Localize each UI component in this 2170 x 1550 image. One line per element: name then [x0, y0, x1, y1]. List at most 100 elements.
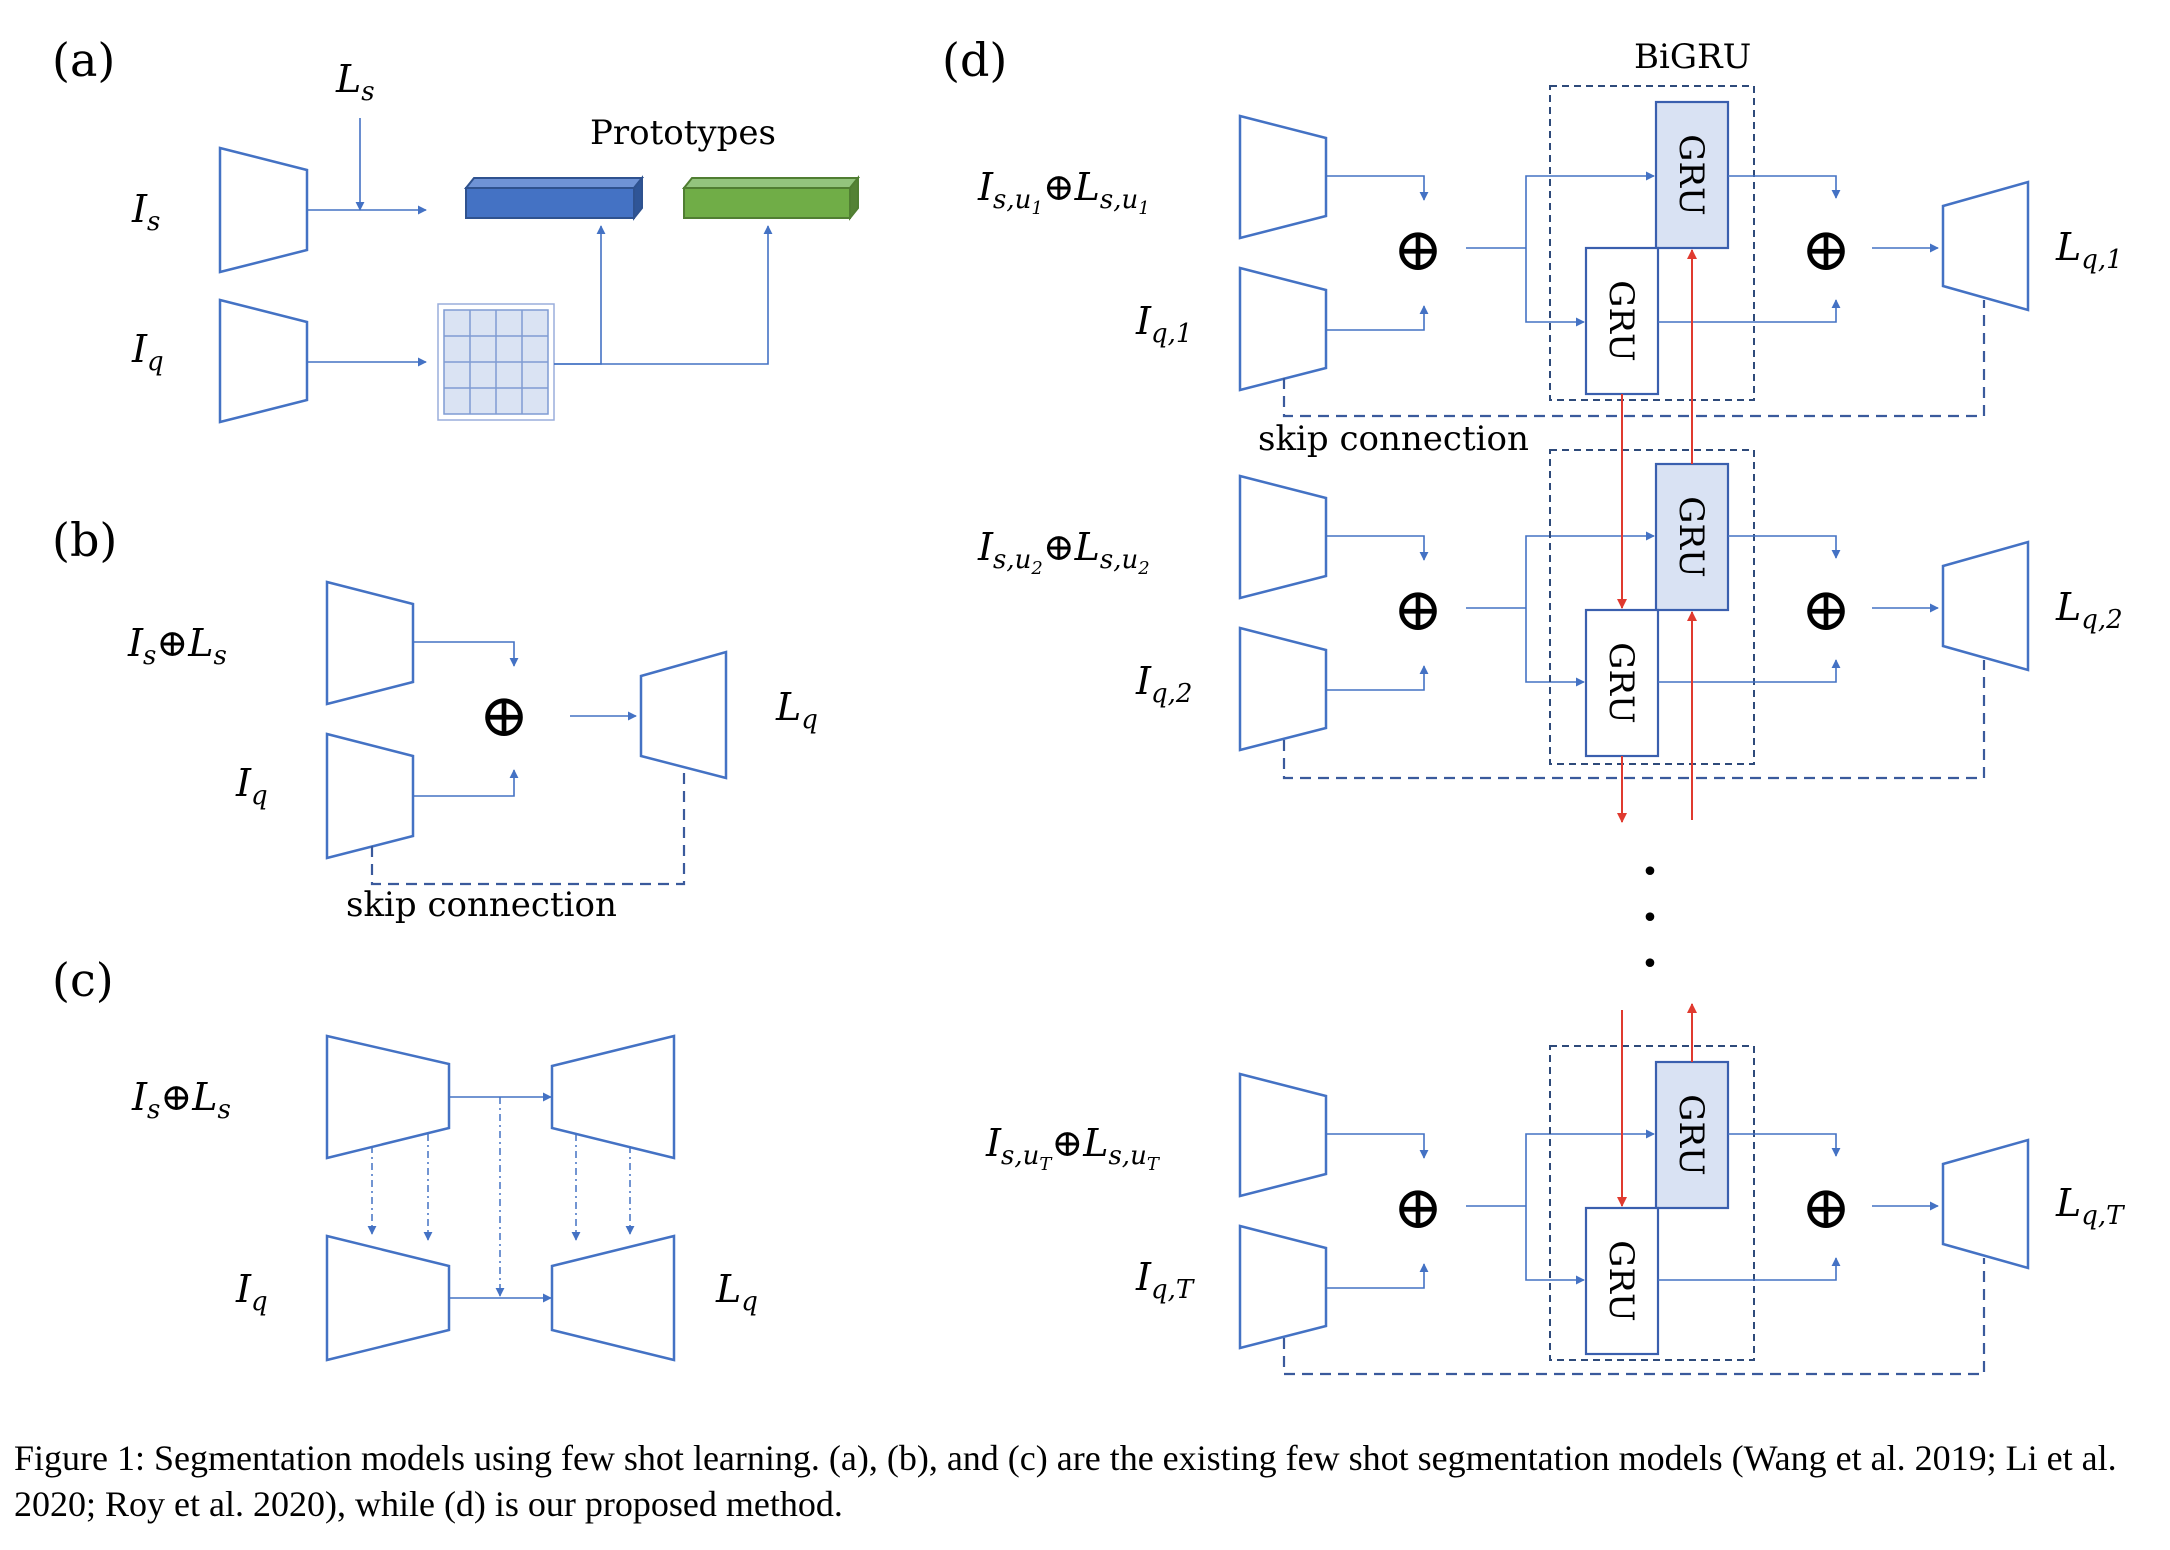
skip-connection-line	[1282, 660, 1986, 780]
output-mask-label: Lq	[775, 685, 818, 735]
backward-gru-label: GRU	[1601, 280, 1641, 361]
forward-gru-label: GRU	[1671, 1094, 1711, 1175]
query-image-label: Iq	[235, 1267, 268, 1317]
query-image-label: Iq	[235, 761, 268, 811]
figure-caption: Figure 1: Segmentation models using few …	[14, 1438, 2117, 1524]
forward-gru-to-fusion-arrow	[1728, 535, 1841, 559]
output-fusion-oplus: ⊕	[1801, 1173, 1851, 1243]
support-encoder	[218, 146, 309, 274]
prototypes-label: Prototypes	[590, 113, 776, 153]
to-forward-gru-arrow	[1525, 171, 1655, 248]
skip-connection-label: skip connection	[1258, 419, 1529, 459]
query-to-fusion-arrow	[1326, 1263, 1429, 1289]
backward-gru-cell	[1584, 1206, 1660, 1356]
query-image-label: Iq,2	[1135, 659, 1192, 709]
fusion-oplus: ⊕	[479, 681, 529, 751]
query-encoder	[1238, 626, 1328, 752]
panel-b-label: (b)	[52, 513, 117, 567]
sequence-step-2: Is,u2⊕Ls,u2 Iq,2 Lq,2 ⊕ GRU GRU ⊕	[977, 449, 2123, 780]
output-mask-label: Lq,1	[2055, 225, 2123, 275]
support-to-fusion-arrow	[1326, 175, 1429, 201]
query-to-fusion-arrow	[1326, 665, 1429, 691]
panel-d-label: (d)	[942, 33, 1007, 87]
to-forward-gru-arrow	[1525, 531, 1655, 608]
forward-gru-label: GRU	[1671, 496, 1711, 577]
query-encoder	[325, 732, 415, 860]
backward-gru-to-fusion-arrow	[1658, 659, 1841, 683]
support-image-label: Is	[131, 187, 160, 237]
skip-connection-line	[1282, 1258, 1986, 1376]
output-mask-label: Lq	[715, 1267, 758, 1317]
query-encoder	[218, 298, 309, 424]
sequence-step-T: Is,uT⊕Ls,uT Iq,T Lq,T ⊕ GRU GRU ⊕	[985, 1045, 2125, 1376]
support-input-label: Is⊕Ls	[127, 621, 227, 671]
panel-c-label: (c)	[52, 953, 114, 1007]
query-image-label: Iq	[131, 327, 164, 377]
support-to-fusion-arrow	[1326, 1133, 1429, 1159]
ellipsis-dot: •	[1641, 855, 1659, 890]
support-to-fusion-arrow	[413, 641, 519, 667]
ellipsis-dot: •	[1641, 947, 1659, 982]
decoder	[1941, 180, 2030, 312]
support-encoder	[325, 1034, 451, 1160]
to-forward-gru-arrow	[1525, 1129, 1655, 1206]
backward-gru-label: GRU	[1601, 1240, 1641, 1321]
fusion-oplus: ⊕	[1393, 1173, 1443, 1243]
query-decoder	[550, 1234, 676, 1362]
query-image-label: Iq,1	[1135, 299, 1192, 349]
panel-c: (c) Is⊕Ls Iq Lq	[52, 953, 758, 1362]
backward-gru-to-fusion-arrow	[1658, 299, 1841, 323]
query-encoder	[1238, 266, 1328, 392]
grid-to-blue-prototype-arrow	[554, 225, 606, 365]
backward-gru-label: GRU	[1601, 642, 1641, 723]
support-encoder	[1238, 114, 1328, 240]
query-image-label: Iq,T	[1135, 1255, 1195, 1305]
support-encoder	[325, 580, 415, 706]
support-to-fusion-arrow	[1326, 535, 1429, 561]
sequence-step-1: Is,u1⊕Ls,u1 Iq,1 Lq,1 ⊕ GRU GRU ⊕ skip c…	[977, 85, 2123, 459]
support-encoder	[1238, 474, 1328, 600]
backward-gru-to-fusion-arrow	[1658, 1257, 1841, 1281]
fusion-oplus: ⊕	[1393, 575, 1443, 645]
prototype-blue	[463, 175, 645, 221]
query-encoder	[1238, 1224, 1328, 1350]
forward-gru-label: GRU	[1671, 134, 1711, 215]
to-backward-gru-arrow	[1525, 248, 1585, 327]
decoder	[1941, 540, 2030, 672]
bigru-label: BiGRU	[1634, 37, 1751, 77]
forward-gru-to-fusion-arrow	[1728, 175, 1841, 199]
bigru-block	[1549, 85, 1755, 401]
panel-a: (a) Ls Is Iq Prototypes	[52, 33, 861, 424]
skip-connection-line	[370, 772, 686, 886]
decoder	[1941, 1138, 2030, 1270]
forward-gru-to-fusion-arrow	[1728, 1133, 1841, 1157]
skip-connection-label: skip connection	[346, 885, 617, 925]
support-encoder	[1238, 1072, 1328, 1198]
query-feature-grid	[437, 303, 555, 421]
prototype-green	[681, 175, 861, 221]
sequence-ellipsis: • • •	[1641, 855, 1659, 982]
skip-connection-line	[1282, 300, 1986, 418]
forward-gru-cell	[1654, 100, 1730, 250]
support-input-label: Is,uT⊕Ls,uT	[985, 1121, 1161, 1175]
grid-to-green-prototype-arrow	[554, 225, 773, 365]
output-fusion-oplus: ⊕	[1801, 575, 1851, 645]
figure-diagram: (a) Ls Is Iq Prototypes	[52, 33, 2125, 1376]
support-decoder	[550, 1034, 676, 1160]
forward-gru-cell	[1654, 462, 1730, 612]
output-mask-label: Lq,T	[2055, 1181, 2125, 1231]
backward-gru-cell	[1584, 246, 1660, 396]
ellipsis-dot: •	[1641, 901, 1659, 936]
output-mask-label: Lq,2	[2055, 585, 2123, 635]
query-to-fusion-arrow	[413, 769, 519, 797]
support-input-label: Is,u1⊕Ls,u1	[977, 165, 1150, 219]
support-input-label: Is,u2⊕Ls,u2	[977, 525, 1150, 579]
panel-d: (d) BiGRU Is,u1⊕Ls,u1 Iq,1 Lq,1 ⊕ GRU GR…	[942, 33, 2125, 1376]
to-backward-gru-arrow	[1525, 1206, 1585, 1285]
to-backward-gru-arrow	[1525, 608, 1585, 687]
panel-b: (b) Is⊕Ls Iq Lq ⊕ skip connection	[52, 513, 818, 925]
support-mask-label: Ls	[335, 57, 375, 107]
support-input-label: Is⊕Ls	[131, 1075, 231, 1125]
panel-a-label: (a)	[52, 33, 115, 87]
query-encoder	[325, 1234, 451, 1362]
